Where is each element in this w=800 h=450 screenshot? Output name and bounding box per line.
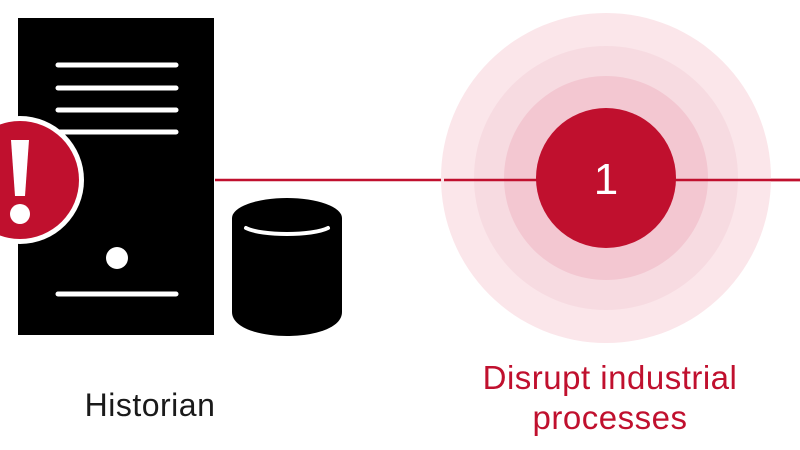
step-badge: 1 [536, 108, 676, 248]
alert-exclamation-icon [0, 116, 84, 244]
step-label: Disrupt industrial processes [430, 358, 790, 437]
database-cylinder-icon [232, 198, 342, 336]
step-label-line1: Disrupt industrial [482, 359, 738, 396]
step-number: 1 [594, 155, 618, 204]
step-label-line2: processes [532, 398, 688, 436]
server-tower-icon [18, 18, 214, 335]
historian-label: Historian [84, 387, 216, 423]
